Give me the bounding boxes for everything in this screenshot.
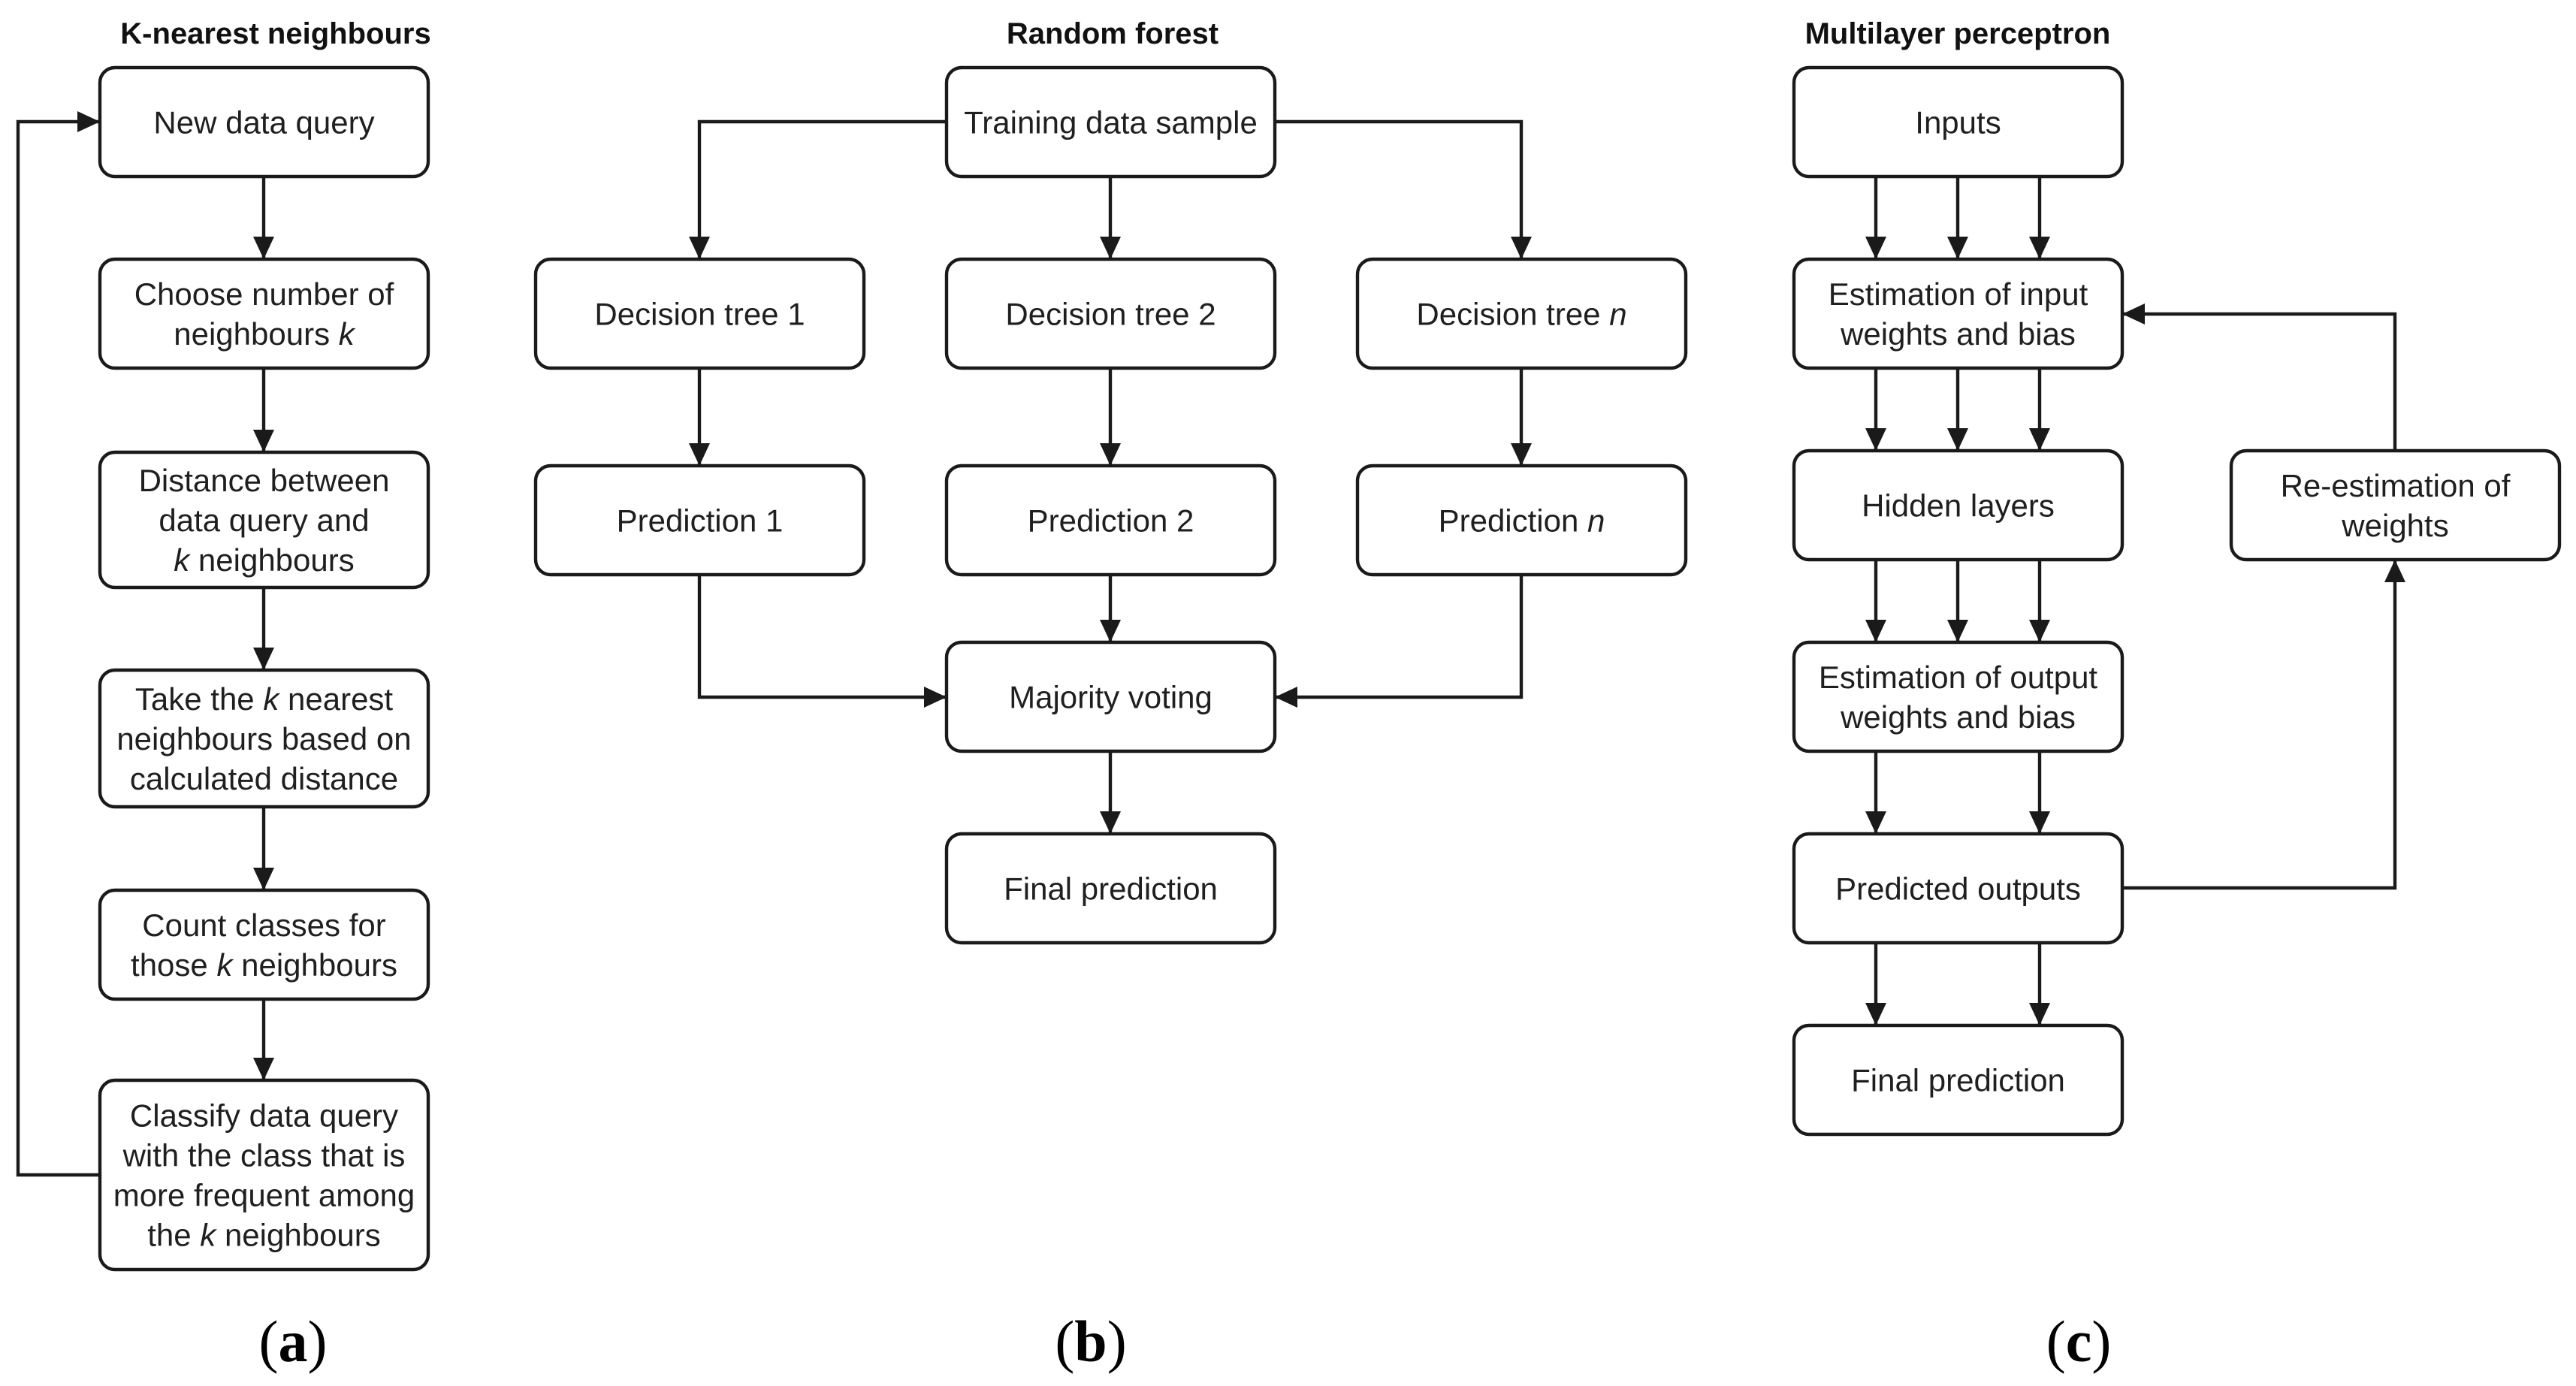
box-outline: [1355, 464, 1688, 577]
rf-prediction-2-box: Prediction 2: [944, 464, 1277, 577]
box-outline: [533, 257, 866, 370]
box-outline: [98, 668, 430, 809]
box-label: Final prediction: [1004, 871, 1218, 907]
box-outline: [944, 257, 1277, 370]
panel-label-b: (b): [1055, 1309, 1126, 1374]
rf-decision-tree-2-box: Decision tree 2: [944, 257, 1277, 370]
box-outline: [1792, 640, 2125, 753]
box-outline: [98, 888, 430, 1001]
box-outline: [944, 464, 1277, 577]
box-label: Training data sample: [964, 105, 1258, 140]
rf-panel-title: Random forest: [1007, 17, 1219, 50]
box-label: Prediction 1: [617, 503, 784, 539]
box-outline: [533, 464, 866, 577]
knn-loop-arrow: [16, 111, 100, 1177]
rf-decision-tree-n-box: Decision tree n: [1355, 257, 1688, 370]
box-label: Decision tree 1: [594, 297, 805, 332]
box-label: Decision tree 2: [1005, 297, 1216, 332]
box-outline: [1792, 65, 2125, 179]
box-label: Inputs: [1915, 105, 2001, 140]
box-label: Hidden layers: [1862, 488, 2055, 524]
rf-arrow-to-tree-n: [1275, 119, 1532, 259]
box-label: New data query: [153, 105, 374, 140]
connector-group: [16, 111, 2405, 1177]
rf-decision-tree-1-box: Decision tree 1: [533, 257, 866, 370]
box-outline: [1355, 257, 1688, 370]
mlp-hidden-layers-box: Hidden layers: [1792, 448, 2125, 562]
box-outline: [944, 640, 1277, 753]
box-outline: [944, 65, 1277, 179]
box-outline: [1792, 257, 2125, 370]
box-outline: [98, 450, 430, 590]
mlp-predicted-outputs-box: Predicted outputs: [1792, 832, 2125, 945]
box-outline: [98, 65, 430, 179]
box-label: Prediction 2: [1028, 503, 1194, 539]
rf-arrow-predn-voting: [1275, 575, 1524, 708]
box-outline: [2229, 448, 2562, 562]
mlp-panel-title: Multilayer perceptron: [1805, 17, 2111, 50]
mlp-arrow-feedback: [2122, 303, 2397, 451]
box-outline: [1792, 1023, 2125, 1137]
box-outline: [1792, 448, 2125, 562]
rf-arrow-pred1-voting: [697, 575, 947, 708]
box-label: Prediction n: [1439, 503, 1605, 539]
mlp-arrow-to-reestimation: [2122, 560, 2405, 890]
knn-panel-title: K-nearest neighbours: [120, 17, 430, 50]
box-outline: [1792, 832, 2125, 945]
mlp-final-prediction-box: Final prediction: [1792, 1023, 2125, 1137]
knn-new-data-query-box: New data query: [98, 65, 430, 179]
rf-majority-voting-box: Majority voting: [944, 640, 1277, 753]
panel-label-c: (c): [2046, 1309, 2112, 1374]
rf-arrow-to-tree-1: [689, 119, 947, 259]
mlp-inputs-box: Inputs: [1792, 65, 2125, 179]
box-label: Majority voting: [1009, 680, 1213, 715]
box-outline: [944, 832, 1277, 945]
rf-training-data-sample-box: Training data sample: [944, 65, 1277, 179]
box-outline: [98, 1078, 430, 1272]
box-label: Decision tree n: [1416, 297, 1626, 332]
rf-prediction-1-box: Prediction 1: [533, 464, 866, 577]
rf-final-prediction-box: Final prediction: [944, 832, 1277, 945]
panel-label-a: (a): [259, 1309, 328, 1374]
box-label: Final prediction: [1851, 1063, 2065, 1098]
rf-prediction-n-box: Prediction n: [1355, 464, 1688, 577]
box-outline: [98, 257, 430, 370]
box-label: Predicted outputs: [1835, 871, 2081, 907]
